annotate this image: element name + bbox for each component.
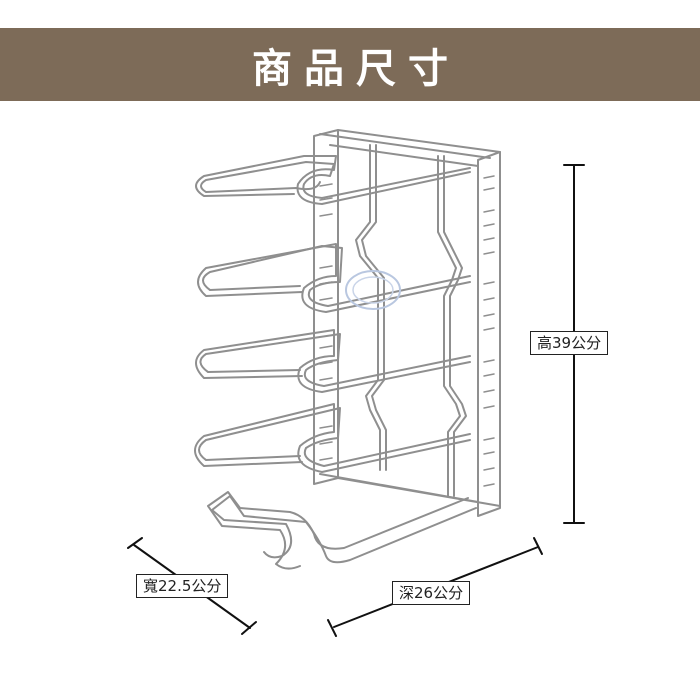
pan-rack-drawing: [194, 129, 501, 570]
width-label: 寬22.5公分: [136, 574, 229, 598]
banner-title: 商品尺寸: [252, 45, 460, 92]
height-label: 高39公分: [530, 331, 609, 355]
depth-label: 深26公分: [392, 581, 471, 605]
watermark-logo: [345, 270, 401, 310]
dimension-lines: [127, 164, 585, 637]
header-banner: 商品尺寸: [0, 28, 700, 101]
